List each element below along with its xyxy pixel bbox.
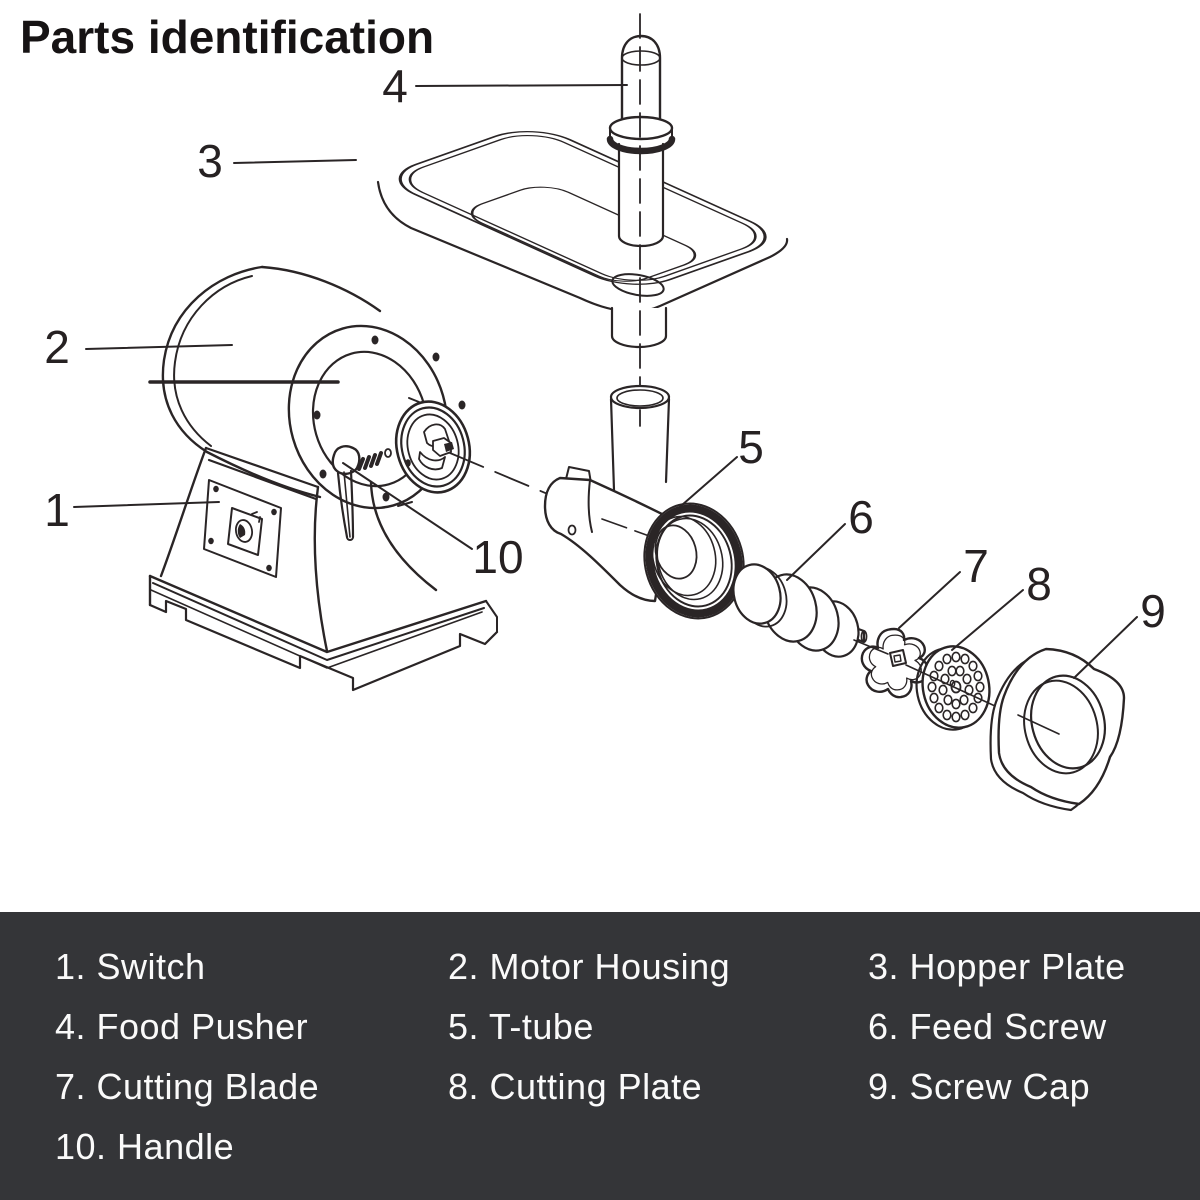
leader-10 xyxy=(342,462,473,550)
switch-drawing xyxy=(203,479,282,578)
feed-screw-drawing xyxy=(732,563,868,658)
leader-8 xyxy=(951,589,1024,651)
page-title: Parts identification xyxy=(20,11,435,63)
flange-bolt-dots xyxy=(313,335,466,502)
screw-cap-drawing xyxy=(989,647,1126,812)
callout-9: 9 xyxy=(1140,585,1166,637)
leader-9 xyxy=(1073,616,1138,679)
leader-5 xyxy=(673,456,738,513)
legend-item-3: 3. Hopper Plate xyxy=(868,946,1126,987)
legend-item-5: 5. T-tube xyxy=(448,1006,594,1047)
callout-1: 1 xyxy=(44,484,70,536)
cutting-blade-drawing xyxy=(860,627,930,699)
legend-item-7: 7. Cutting Blade xyxy=(55,1066,320,1107)
handle-drawing xyxy=(331,445,392,541)
callout-2: 2 xyxy=(44,321,70,373)
leader-6 xyxy=(786,523,846,581)
legend-item-1: 1. Switch xyxy=(55,946,206,987)
meat-grinder-exploded-drawing xyxy=(73,13,1138,812)
exploded-axis-left xyxy=(449,452,563,501)
base-pedestal-drawing xyxy=(148,446,499,692)
leader-3 xyxy=(233,159,357,164)
plate-holes xyxy=(927,651,985,723)
housing-hub-drawing xyxy=(394,400,472,494)
parts-diagram: 1 2 3 4 5 6 7 8 9 10 xyxy=(44,13,1166,812)
callout-leader-lines xyxy=(73,84,1138,679)
callout-5: 5 xyxy=(738,421,764,473)
legend-item-10: 10. Handle xyxy=(55,1126,235,1167)
legend-item-9: 9. Screw Cap xyxy=(868,1066,1091,1107)
legend-item-4: 4. Food Pusher xyxy=(55,1006,309,1047)
legend-item-2: 2. Motor Housing xyxy=(448,946,731,987)
callout-6: 6 xyxy=(848,491,874,543)
legend-item-6: 6. Feed Screw xyxy=(868,1006,1107,1047)
callout-7: 7 xyxy=(963,540,989,592)
legend-item-8: 8. Cutting Plate xyxy=(448,1066,703,1107)
callout-3: 3 xyxy=(197,135,223,187)
leader-2 xyxy=(85,344,233,350)
callout-8: 8 xyxy=(1026,558,1052,610)
leader-4 xyxy=(415,84,628,87)
callout-4: 4 xyxy=(382,60,408,112)
exploded-axis-right xyxy=(853,639,1060,735)
leader-7 xyxy=(898,571,961,629)
food-pusher-drawing xyxy=(606,34,676,248)
legend-panel: 1. Switch 2. Motor Housing 3. Hopper Pla… xyxy=(0,912,1200,1200)
callout-10: 10 xyxy=(472,531,524,583)
hopper-plate-drawing xyxy=(376,131,789,349)
t-tube-drawing xyxy=(543,384,745,620)
leader-1 xyxy=(73,501,220,508)
